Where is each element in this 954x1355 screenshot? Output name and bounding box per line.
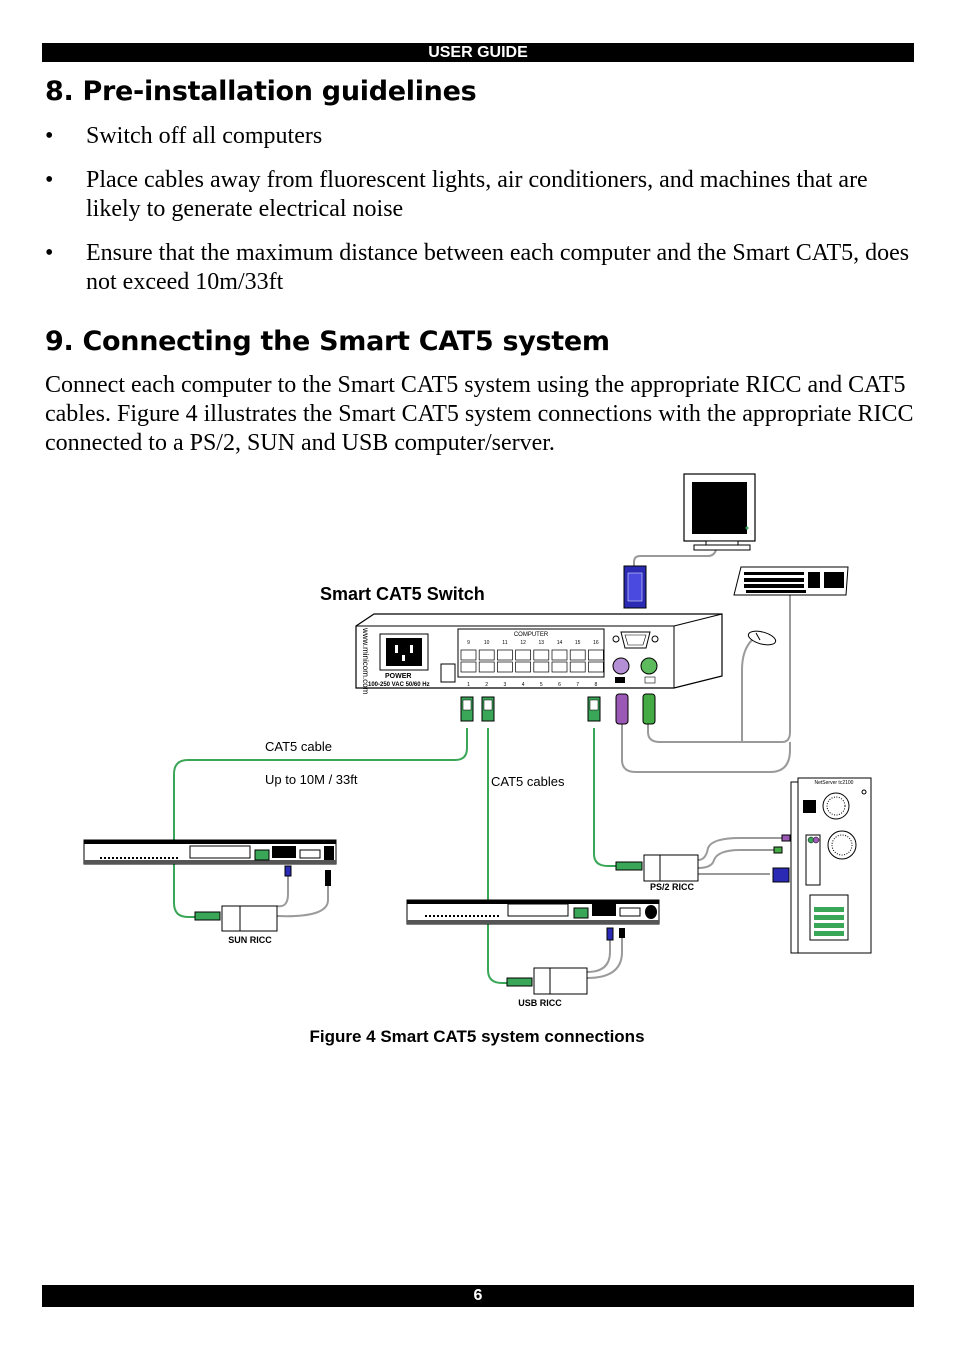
rj45-port — [588, 649, 604, 661]
sun-kbd-plug — [325, 870, 331, 886]
bullet-icon: • — [45, 240, 54, 266]
usb-server — [406, 899, 660, 925]
rj45-port — [478, 661, 495, 673]
port-number: 3 — [504, 682, 507, 688]
list-item-text: Switch off all computers — [86, 123, 323, 149]
sun-ricc — [194, 905, 278, 932]
mouse-cable — [621, 704, 791, 773]
sun-ricc-label: SUN RICC — [228, 935, 272, 945]
bullet-icon: • — [45, 167, 54, 193]
list-item-text: Ensure that the maximum distance between… — [86, 240, 910, 295]
usb-ricc-label: USB RICC — [518, 998, 562, 1008]
section-9-heading: 9. Connecting the Smart CAT5 system — [45, 326, 610, 357]
port-number: 4 — [522, 682, 525, 688]
cat5-cable-ps2 — [593, 728, 620, 867]
bullet-icon: • — [45, 123, 54, 149]
port-number: 2 — [485, 682, 488, 688]
tower-mouse-plug — [781, 834, 791, 842]
port-number: 5 — [540, 682, 543, 688]
list-item: • Place cables away from fluorescent ligh… — [45, 166, 915, 224]
port-number: 9 — [467, 640, 470, 646]
monitor-cable — [633, 540, 719, 566]
power-label: POWER — [385, 673, 411, 680]
keyboard-cable — [647, 594, 791, 743]
tower-server — [790, 777, 872, 954]
distance-label: Up to 10M / 33ft — [265, 772, 358, 787]
brand-url: www.minicom.com — [361, 627, 370, 695]
switch-title: Smart CAT5 Switch — [320, 584, 485, 604]
cat5-cable-usb — [487, 728, 512, 984]
rj45-port — [533, 649, 550, 661]
ps2-ricc — [615, 854, 699, 882]
figure-caption: Figure 4 Smart CAT5 system connections — [309, 1027, 645, 1046]
rj45-port — [569, 649, 586, 661]
header-title: USER GUIDE — [428, 44, 528, 61]
port-number: 7 — [576, 682, 579, 688]
rj45-plug — [460, 696, 474, 722]
server-name: NetServer tc2100 — [815, 780, 854, 786]
sun-video-plug — [284, 865, 292, 877]
port-number: 13 — [539, 640, 545, 646]
rj45-port — [551, 661, 568, 673]
port-number: 14 — [557, 640, 563, 646]
monitor — [683, 473, 756, 551]
rj45-port — [533, 661, 550, 673]
rj45-port — [478, 649, 495, 661]
port-number: 6 — [558, 682, 561, 688]
port-number: 1 — [467, 682, 470, 688]
port-number: 12 — [520, 640, 526, 646]
section-9-paragraph: Connect each computer to the Smart CAT5 … — [45, 372, 914, 456]
usb-plug — [619, 928, 625, 938]
ps2-ricc-label: PS/2 RICC — [650, 882, 695, 892]
port-number: 16 — [593, 640, 599, 646]
usb-video-plug — [606, 927, 614, 941]
header-bar: USER GUIDE — [42, 43, 914, 62]
vga-connector — [623, 565, 647, 609]
ps2-mouse-plug — [615, 693, 629, 725]
keyboard — [733, 566, 849, 596]
rj45-port — [515, 661, 531, 673]
port-number: 11 — [502, 640, 507, 646]
smart-cat5-switch: POWER 100-250 VAC 50/60 Hz www.minicom.c… — [355, 613, 723, 695]
list-item: • Switch off all computers — [45, 122, 915, 151]
cat5-cables-label: CAT5 cables — [491, 774, 565, 789]
rj45-port — [460, 649, 477, 661]
section-8-heading: 8. Pre-installation guidelines — [45, 76, 477, 107]
rj45-port — [551, 649, 568, 661]
rj45-port — [497, 661, 513, 673]
power-spec: 100-250 VAC 50/60 Hz — [368, 682, 430, 688]
port-number: 10 — [484, 640, 490, 646]
cat5-cable-label: CAT5 cable — [265, 739, 332, 754]
list-item: • Ensure that the maximum distance betwee… — [45, 239, 915, 297]
mouse — [747, 630, 777, 646]
sun-server — [83, 839, 337, 865]
rj45-port — [588, 661, 604, 673]
tower-vga-plug — [772, 867, 790, 883]
rj45-port — [515, 649, 531, 661]
footer-bar: 6 — [42, 1285, 914, 1307]
page-number: 6 — [473, 1287, 483, 1304]
rj45-plug — [587, 696, 601, 722]
list-item-text: Place cables away from fluorescent light… — [86, 167, 868, 222]
tower-kbd-plug — [773, 846, 783, 854]
rj45-port — [460, 661, 477, 673]
rj45-plug — [481, 696, 495, 722]
guidelines-list: • Switch off all computers • Place cables … — [45, 122, 915, 312]
rj45-port — [569, 661, 586, 673]
usb-ricc — [506, 967, 588, 995]
port-number: 15 — [575, 640, 581, 646]
ps2-keyboard-plug — [642, 693, 656, 725]
rj45-port — [497, 649, 513, 661]
cat5-cable-sun — [173, 728, 468, 918]
computer-label: COMPUTER — [514, 632, 549, 638]
port-number: 8 — [595, 682, 598, 688]
